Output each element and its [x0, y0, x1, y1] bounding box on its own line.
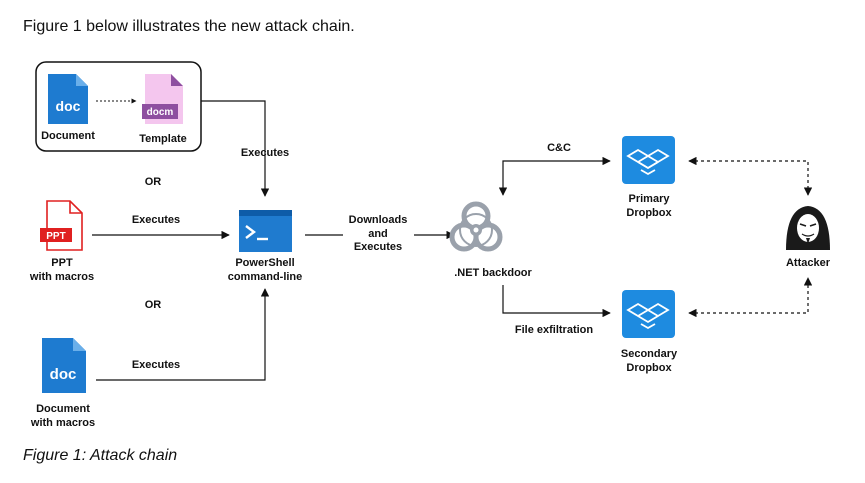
dropbox-icon: [622, 290, 675, 338]
ppt-label: PPT: [51, 257, 73, 269]
downloads-label: Downloads: [349, 214, 408, 226]
backdoor-label: .NET backdoor: [454, 267, 532, 279]
powershell-label: PowerShell: [235, 257, 294, 269]
figure-caption: Figure 1: Attack chain: [23, 447, 178, 464]
downloads-label-and: and: [368, 228, 388, 240]
or-label-top: OR: [145, 176, 162, 188]
secondary-dropbox-label-sub: Dropbox: [626, 362, 672, 374]
secondary-dropbox-label: Secondary: [621, 348, 678, 360]
doc-macros-icon-text: doc: [50, 366, 77, 383]
ppt-file-icon: PPT: [40, 200, 83, 251]
doc-macros-label: Document: [36, 403, 90, 415]
cnc-arrow: [498, 156, 611, 196]
dropbox-icon: [622, 136, 675, 184]
doc-icon-text: doc: [56, 98, 81, 114]
template-to-powershell-arrow: [201, 100, 270, 197]
template-label: Template: [139, 133, 186, 145]
executes-label-middle: Executes: [132, 214, 180, 226]
primary-dropbox-label-sub: Dropbox: [626, 207, 672, 219]
primary-dropbox-label: Primary: [629, 193, 671, 205]
doc-macros-label-sub: with macros: [30, 417, 95, 429]
attacker-primary-link: [688, 156, 813, 196]
doc-macros-to-powershell-arrow: [96, 288, 270, 381]
biohazard-icon: [449, 201, 503, 252]
hacker-icon: [786, 206, 830, 250]
exfiltration-label: File exfiltration: [515, 324, 594, 336]
or-label-bottom: OR: [145, 299, 162, 311]
powershell-icon: [239, 210, 292, 252]
docm-file-icon: docm: [142, 74, 183, 124]
downloads-label-executes: Executes: [354, 241, 402, 253]
doc-file-icon: doc: [42, 338, 86, 393]
intro-text: Figure 1 below illustrates the new attac…: [23, 18, 355, 35]
attacker-label: Attacker: [786, 257, 831, 269]
ppt-label-sub: with macros: [29, 271, 94, 283]
template-group-box: [35, 61, 202, 152]
attacker-secondary-link: [688, 277, 813, 318]
doc-file-icon: doc: [48, 74, 88, 124]
powershell-label-sub: command-line: [228, 271, 303, 283]
cnc-label: C&C: [547, 142, 571, 154]
document-label: Document: [41, 130, 95, 142]
exfiltration-arrow: [502, 285, 611, 318]
executes-label-bottom: Executes: [132, 359, 180, 371]
docm-icon-text: docm: [147, 107, 174, 118]
ppt-icon-text: PPT: [46, 231, 65, 242]
executes-label-top: Executes: [241, 147, 289, 159]
